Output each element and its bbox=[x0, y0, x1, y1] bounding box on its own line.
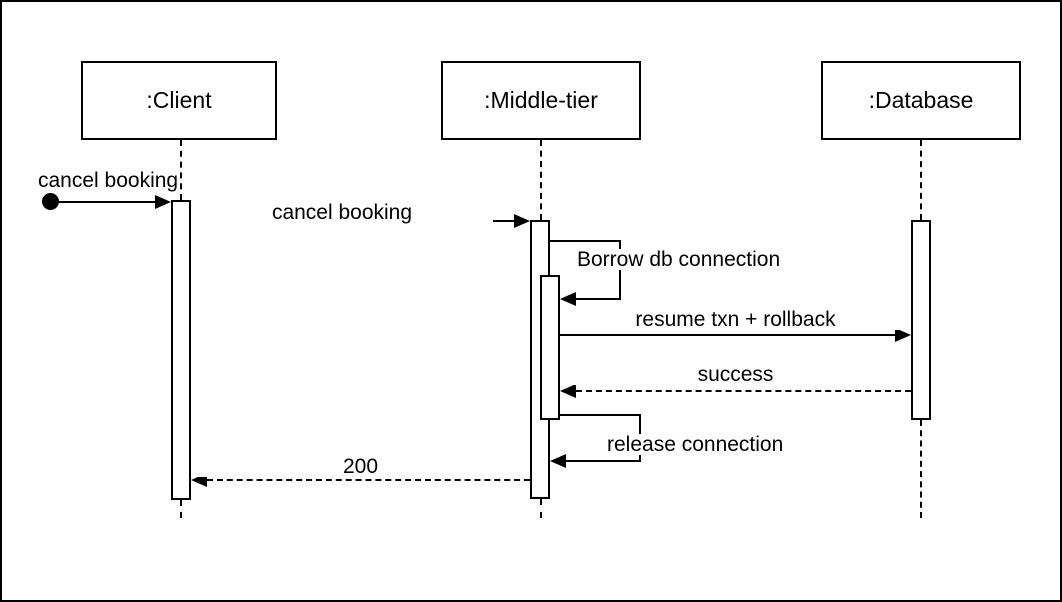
arrowhead-right-icon bbox=[155, 195, 171, 209]
message-line-release-return bbox=[566, 460, 641, 462]
message-label-cancel-booking: cancel booking bbox=[191, 202, 493, 223]
activation-bar-database bbox=[911, 220, 931, 420]
lifeline-header-database: :Database bbox=[821, 61, 1021, 140]
self-call-bracket-borrow bbox=[550, 240, 621, 300]
lifeline-client-upper bbox=[180, 140, 182, 200]
lifeline-label-client: :Client bbox=[146, 87, 212, 113]
lifeline-database-upper bbox=[920, 140, 922, 220]
activation-bar-client bbox=[171, 200, 191, 500]
lifeline-middle-tier-lower bbox=[540, 499, 542, 518]
lifeline-header-client: :Client bbox=[81, 61, 277, 140]
message-label-resume-txn-rollback: resume txn + rollback bbox=[560, 309, 911, 330]
lifeline-label-database: :Database bbox=[868, 87, 974, 113]
lifeline-label-middle-tier: :Middle-tier bbox=[484, 87, 598, 113]
message-line-200 bbox=[207, 479, 530, 481]
lifeline-header-middle-tier: :Middle-tier bbox=[441, 61, 641, 140]
lifeline-middle-tier-upper bbox=[540, 140, 542, 220]
message-label-success: success bbox=[560, 364, 911, 385]
message-label-release-connection: release connection bbox=[607, 433, 784, 456]
lifeline-database-lower bbox=[920, 420, 922, 518]
message-label-borrow-db-connection: Borrow db connection bbox=[577, 248, 781, 271]
arrowhead-right-icon bbox=[895, 328, 911, 342]
lifeline-client-lower bbox=[180, 500, 182, 518]
arrowhead-left-icon bbox=[550, 454, 566, 468]
message-line-resume-txn bbox=[560, 334, 895, 336]
message-label-cancel-booking-found: cancel booking bbox=[38, 169, 179, 192]
found-message-circle-icon bbox=[42, 193, 59, 210]
arrowhead-right-icon bbox=[514, 214, 530, 228]
message-line-cancel-booking-found bbox=[56, 201, 155, 203]
message-line-borrow-return bbox=[574, 298, 621, 300]
message-line-success bbox=[576, 390, 911, 392]
activation-bar-middle-tier-nested bbox=[540, 275, 560, 420]
arrowhead-left-icon bbox=[560, 384, 576, 398]
message-label-200: 200 bbox=[191, 456, 530, 477]
arrowhead-left-icon bbox=[560, 292, 576, 306]
